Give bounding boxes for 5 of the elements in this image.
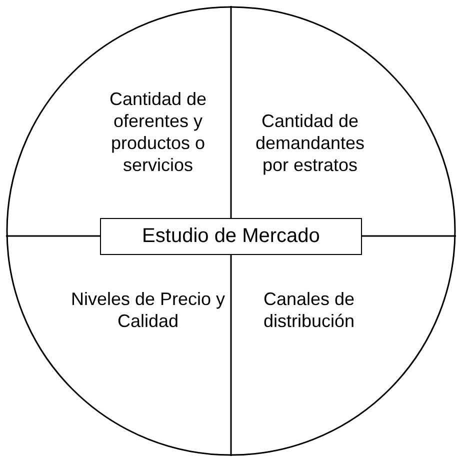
quadrant-text: Cantidad de demandantes por estratos — [241, 110, 379, 176]
quadrant-text: Cantidad de oferentes y productos o servicios — [90, 88, 226, 176]
title-box: Estudio de Mercado — [100, 218, 362, 255]
quadrant-text: Canales de distribución — [241, 288, 377, 332]
quadrant-text: Niveles de Precio y Calidad — [68, 288, 228, 332]
